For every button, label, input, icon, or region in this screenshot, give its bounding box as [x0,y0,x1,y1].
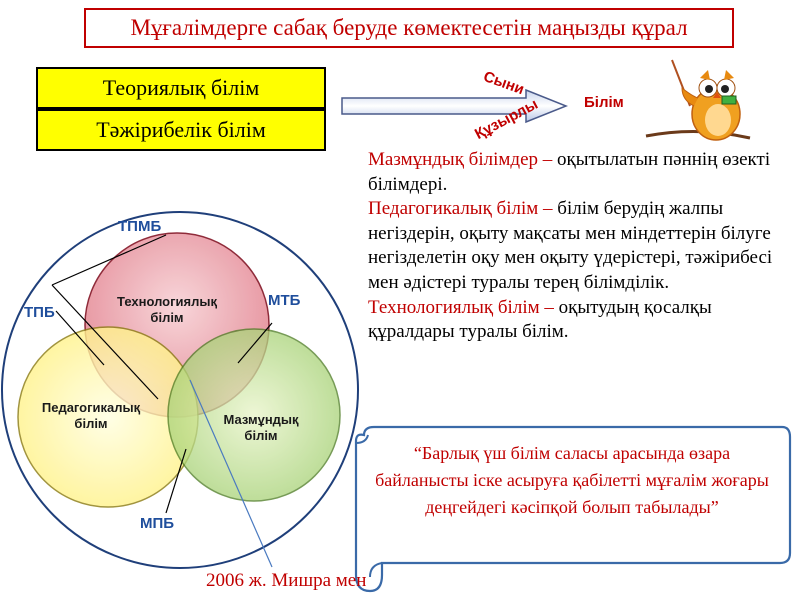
content-definition: оқытылатын пәннің өзекті білімдері. [368,149,771,195]
technology-definition: оқытудың қосалқы құралдары туралы білім. [368,296,712,343]
tpb-tag: ТПБ [24,304,55,321]
technology-term: Технологиялық білім – [368,296,554,318]
technology-label: Технологиялық білім [117,294,217,325]
tpmb-tag: ТПМБ [118,218,162,235]
practical-knowledge-box: Тәжірибелік білім [36,109,326,151]
quote-text: “Барлық үш білім саласы арасында өзара б… [375,443,769,517]
pedagogy-label: Педагогикалық білім [41,400,141,431]
theoretical-knowledge-box: Теориялық білім [36,67,326,109]
page-title: Мұғалімдерге сабақ беруде көмектесетін м… [84,8,734,48]
mpb-tag: МПБ [140,515,175,532]
mtb-tag: МТБ [268,292,301,309]
content-term: Мазмұндық білімдер – [368,149,553,170]
content-label: Мазмұндық білім [223,412,299,443]
source-citation: 2006 ж. Мишра мен [206,570,367,591]
arrow-right-icon [341,88,569,124]
knowledge-label: Білім [584,94,624,111]
definitions-text: Мазмұндық білімдер – оқытылатын пәннің ө… [368,148,788,345]
owl-teacher-icon [645,59,751,141]
quote-scroll [354,425,792,593]
content-circle [167,328,341,502]
pedagogy-term: Педагогикалық білім – [368,198,553,220]
venn-diagram [1,211,359,569]
pedagogy-definition: білім берудің жалпы негіздерін, оқыту ма… [368,198,773,293]
